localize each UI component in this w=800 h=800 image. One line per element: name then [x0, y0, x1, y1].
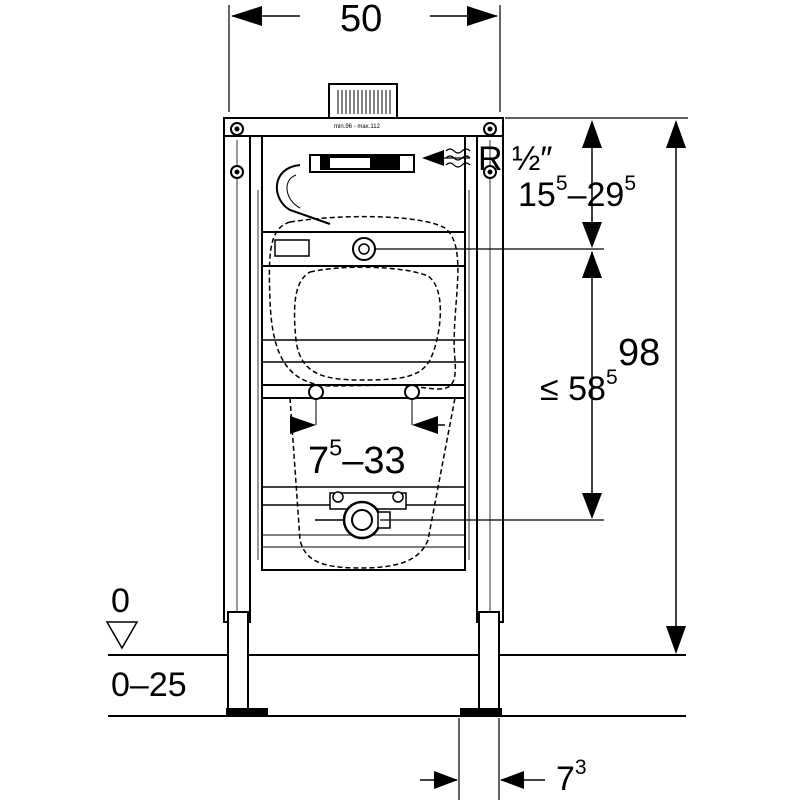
width-arrow-left	[231, 6, 262, 26]
leg-left	[227, 611, 249, 713]
spacing-arrow-right	[412, 416, 438, 434]
drain-dim-arrow-bottom	[582, 493, 602, 519]
spacing-arrow-left	[290, 416, 316, 434]
basin-outline	[268, 215, 459, 390]
floor-adjust-label: 0–25	[111, 666, 187, 704]
offset-arrow-left	[434, 771, 458, 789]
pedestal-outline	[289, 397, 456, 569]
drain-distance-label: ≤ 585	[540, 366, 618, 408]
basin-bowl	[293, 266, 441, 381]
fixing-bolt-right	[404, 384, 420, 400]
height-arrow-top	[666, 120, 686, 148]
top-bracket	[328, 83, 398, 119]
fixing-bolt-left	[308, 384, 324, 400]
tap-height-label: 155–295	[518, 172, 637, 214]
floor-level-label: 0	[111, 582, 130, 620]
leg-right	[478, 611, 500, 713]
floor-level-symbol	[105, 621, 139, 650]
tap-dim-arrow-top	[582, 120, 602, 148]
height-label: 98	[618, 332, 661, 374]
width-label: 50	[340, 0, 383, 40]
foot-right	[460, 708, 502, 716]
rail-middle	[261, 339, 466, 363]
foot-offset-label: 73	[556, 756, 587, 798]
connection-arrow	[422, 150, 444, 166]
fixing-spacing-label: 75–33	[308, 434, 406, 482]
frame-marking: min.96 - max.112	[334, 124, 380, 130]
height-arrow-bottom	[666, 626, 686, 654]
drain-dim-arrow-top	[582, 251, 602, 278]
tap-dim-arrow-bottom	[582, 222, 602, 248]
connection-label: R ½″	[478, 140, 553, 178]
supply-hose	[276, 164, 331, 225]
rail-fixing	[261, 384, 466, 399]
foot-left	[226, 708, 268, 716]
offset-arrow-right	[500, 771, 524, 789]
width-arrow-right	[467, 6, 498, 26]
